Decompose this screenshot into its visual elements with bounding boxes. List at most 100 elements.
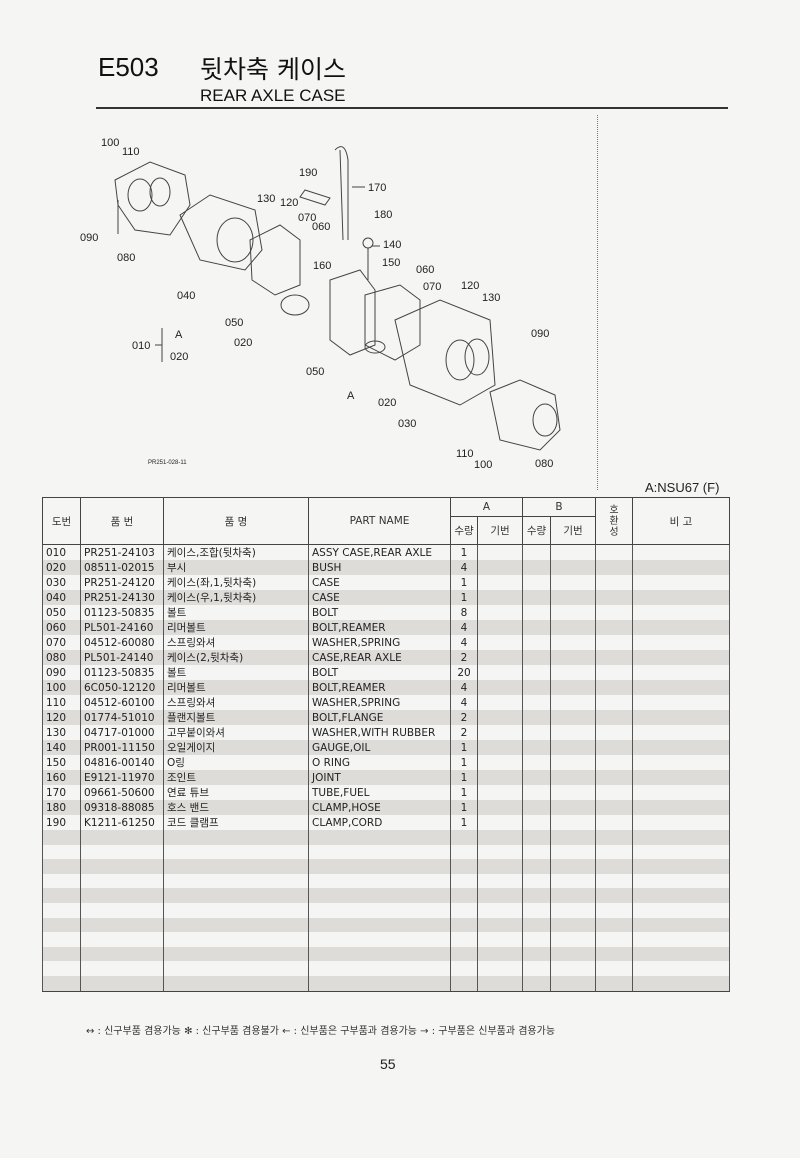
cell-empty [522, 785, 551, 800]
table-row [42, 975, 730, 992]
cell-part-name: JOINT [308, 770, 451, 785]
cell-empty [550, 917, 596, 933]
cell-ref [42, 844, 81, 860]
diagram-drawing [114, 146, 561, 451]
cell-empty [550, 932, 596, 947]
title-korean: 뒷차축 케이스 [200, 55, 346, 84]
cell-name-ko [163, 844, 309, 860]
callout: 090 [531, 328, 549, 340]
cell-ref: 150 [42, 755, 81, 770]
cell-name-ko: 케이스(2,뒷차축) [163, 650, 309, 665]
cell-empty [632, 590, 730, 605]
cell-name-ko: 연료 튜브 [163, 785, 309, 800]
cell-empty [550, 590, 596, 605]
cell-part-no: 08511-02015 [80, 560, 164, 575]
cell-ref [42, 888, 81, 903]
cell-empty [632, 815, 730, 830]
cell-empty [550, 620, 596, 635]
cell-ref [42, 873, 81, 889]
cell-ref: 100 [42, 680, 81, 695]
cell-empty [632, 785, 730, 800]
cell-empty [632, 695, 730, 710]
table-row [42, 946, 730, 962]
cell-part-name [308, 830, 451, 845]
cell-empty [550, 844, 596, 860]
cell-qty-a: 2 [450, 650, 478, 665]
cell-name-ko: 조인트 [163, 770, 309, 785]
cell-part-no [80, 888, 164, 903]
page-number: 55 [380, 1056, 396, 1072]
cell-empty [632, 961, 730, 976]
cell-name-ko: 플랜지볼트 [163, 710, 309, 725]
cell-part-no: PR251-24130 [80, 590, 164, 605]
cell-empty [632, 650, 730, 665]
callout: A [175, 329, 183, 341]
cell-empty [522, 932, 551, 947]
cell-part-no: 01774-51010 [80, 710, 164, 725]
callout: 040 [177, 290, 195, 302]
cell-empty [550, 815, 596, 830]
cell-ref [42, 830, 81, 845]
cell-empty [522, 888, 551, 903]
cell-empty [550, 800, 596, 815]
cell-empty [595, 605, 633, 620]
cell-name-ko: 스프링와셔 [163, 635, 309, 650]
cell-empty [522, 859, 551, 874]
cell-empty [522, 975, 551, 992]
cell-empty [595, 590, 633, 605]
cell-qty-a [450, 946, 478, 962]
cell-part-name: GAUGE,OIL [308, 740, 451, 755]
cell-empty [550, 695, 596, 710]
callout: 010 [132, 340, 150, 352]
cell-part-name: BOLT,FLANGE [308, 710, 451, 725]
header-a-qty: 수량 [450, 516, 478, 545]
cell-part-no: 09318-88085 [80, 800, 164, 815]
cell-empty [477, 710, 523, 725]
cell-ref: 080 [42, 650, 81, 665]
cell-empty [522, 946, 551, 962]
cell-qty-a: 4 [450, 695, 478, 710]
cell-empty [632, 544, 730, 560]
cell-empty [632, 888, 730, 903]
cell-empty [595, 946, 633, 962]
cell-part-name: WASHER,SPRING [308, 695, 451, 710]
cell-ref: 120 [42, 710, 81, 725]
cell-empty [522, 815, 551, 830]
cell-ref [42, 961, 81, 976]
cell-empty [595, 873, 633, 889]
cell-empty [477, 800, 523, 815]
cell-empty [632, 859, 730, 874]
cell-empty [522, 725, 551, 740]
cell-empty [632, 740, 730, 755]
cell-name-ko: 볼트 [163, 665, 309, 680]
cell-name-ko: 케이스(우,1,뒷차축) [163, 590, 309, 605]
cell-qty-a [450, 873, 478, 889]
cell-qty-a: 4 [450, 620, 478, 635]
cell-empty [522, 917, 551, 933]
cell-qty-a [450, 917, 478, 933]
cell-empty [477, 830, 523, 845]
cell-name-ko: 케이스,조합(뒷차축) [163, 544, 309, 560]
cell-empty [477, 859, 523, 874]
cell-qty-a: 4 [450, 635, 478, 650]
cell-empty [550, 770, 596, 785]
cell-empty [550, 888, 596, 903]
callout: 030 [398, 418, 416, 430]
callout: 190 [299, 167, 317, 179]
exploded-parts-diagram: 100 110 090 080 040 130 120 070 060 190 … [80, 137, 561, 471]
cell-empty [477, 755, 523, 770]
callout: 060 [416, 264, 434, 276]
callout: 090 [80, 232, 98, 244]
cell-empty [522, 575, 551, 590]
compatibility-legend: ↔ : 신구부품 겸용가능 ✻ : 신구부품 겸용불가 ← : 신부품은 구부품… [86, 1026, 556, 1037]
callout: 140 [383, 239, 401, 251]
callout: 100 [474, 459, 492, 471]
cell-name-ko: 오일게이지 [163, 740, 309, 755]
cell-part-name [308, 888, 451, 903]
header-remarks: 비 고 [632, 497, 730, 545]
